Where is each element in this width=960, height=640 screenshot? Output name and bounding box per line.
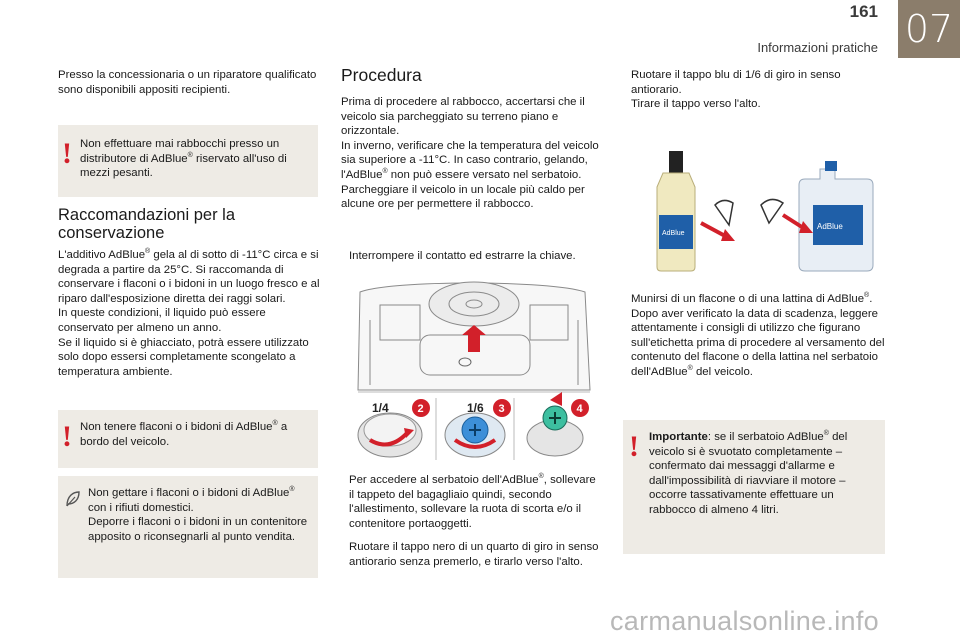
warning-text-a: Non effettuare mai rabbocchi presso un d… bbox=[80, 138, 280, 165]
step-badge-2 bbox=[412, 399, 430, 417]
procedure-p2: In inverno, verificare che la temperatur… bbox=[341, 139, 603, 183]
storage-p1-b: gela al di sotto di -11°C circa e si deg… bbox=[58, 249, 320, 305]
adblue-containers-illustration: AdBlue AdBlue bbox=[656, 151, 874, 272]
step-badge-2-label: 2 bbox=[418, 403, 424, 415]
environment-a: Non gettare i flaconi o i bidoni di AdBl… bbox=[88, 487, 290, 499]
storage-heading: Raccomandazioni per la conservazione bbox=[58, 206, 236, 242]
environment-line1: Non gettare i flaconi o i bidoni di AdBl… bbox=[88, 486, 314, 515]
warning-box-storage: ! Non tenere flaconi o i bidoni di AdBlu… bbox=[58, 410, 318, 468]
procedure-p1: Prima di procedere al rabbocco, accertar… bbox=[341, 96, 585, 138]
warning-storage-text: Non tenere flaconi o i bidoni di AdBlue®… bbox=[80, 420, 312, 449]
procedure-heading: Procedura bbox=[341, 65, 422, 85]
step-black-cap-text: Ruotare il tappo nero di un quarto di gi… bbox=[349, 541, 599, 568]
step-get-adblue-text: Munirsi di un flacone o di una lattina d… bbox=[631, 292, 887, 380]
registered-mark: ® bbox=[864, 292, 870, 300]
step-pull-cap: Tirare il tappo verso l'alto. bbox=[623, 97, 885, 112]
registered-mark: ® bbox=[187, 151, 193, 159]
watermark: carmanualsonline.info bbox=[610, 606, 879, 636]
warning-box-heavy-vehicles: ! Non effettuare mai rabbocchi presso un… bbox=[58, 125, 318, 197]
registered-mark: ® bbox=[538, 473, 544, 481]
environment-b: con i rifiuti domestici. bbox=[88, 501, 194, 514]
step-get-adblue-b: . Dopo aver verificato la data di scaden… bbox=[631, 293, 885, 378]
procedure-intro: Prima di procedere al rabbocco, accertar… bbox=[341, 95, 603, 212]
registered-mark: ® bbox=[289, 486, 295, 494]
procedure-p2-b: non può essere versato nel serbatoio. bbox=[387, 168, 582, 181]
registered-mark: ® bbox=[272, 420, 278, 428]
environment-box: Non gettare i flaconi o i bidoni di AdBl… bbox=[58, 476, 318, 578]
label-sixth-turn: 1/6 bbox=[467, 401, 484, 415]
step-badge-4 bbox=[571, 399, 589, 417]
section-title: Informazioni pratiche bbox=[757, 40, 878, 55]
warning-storage-b: a bordo del veicolo. bbox=[80, 421, 288, 448]
trunk-filler-cap-illustration: 1/4 1/6 2 3 4 bbox=[357, 281, 591, 460]
registered-mark: ® bbox=[823, 430, 829, 438]
warning-text: Non effettuare mai rabbocchi presso un d… bbox=[80, 137, 312, 181]
important-note-text: Importante: se il serbatoio AdBlue® del … bbox=[649, 430, 881, 518]
important-label: Importante bbox=[649, 431, 708, 443]
leaf-icon bbox=[66, 491, 80, 507]
warning-icon: ! bbox=[62, 420, 72, 453]
warning-icon: ! bbox=[62, 137, 72, 170]
environment-line2: Deporre i flaconi o i bidoni in un conte… bbox=[88, 516, 308, 543]
storage-p1: L'additivo AdBlue® gela al di sotto di -… bbox=[58, 248, 320, 306]
can-label-text: AdBlue bbox=[817, 222, 843, 231]
step-blue-cap: Ruotare il tappo blu di 1/6 di giro in s… bbox=[623, 68, 885, 97]
intro-paragraph: Presso la concessionaria o un riparatore… bbox=[58, 69, 317, 96]
important-note-box: ! Importante: se il serbatoio AdBlue® de… bbox=[623, 420, 885, 554]
step-pull-cap-text: Tirare il tappo verso l'alto. bbox=[631, 98, 761, 110]
page-number: 161 bbox=[849, 2, 878, 21]
storage-p3: Se il liquido si è ghiacciato, potrà ess… bbox=[58, 336, 309, 378]
registered-mark: ® bbox=[382, 168, 388, 176]
chapter-badge: 07 bbox=[898, 0, 960, 58]
procedure-p3: Parcheggiare il veicolo in un locale più… bbox=[341, 183, 585, 211]
step-get-adblue-a: Munirsi di un flacone o di una lattina d… bbox=[631, 293, 865, 305]
important-note-b: del veicolo si è svuotato completamente … bbox=[649, 431, 848, 516]
step-ignition-off-text: Interrompere il contatto ed estrarre la … bbox=[349, 250, 576, 262]
bottle-label-text: AdBlue bbox=[662, 230, 685, 237]
registered-mark: ® bbox=[687, 365, 693, 373]
step-access-tank-a: Per accedere al serbatoio dell'AdBlue bbox=[349, 474, 539, 486]
step-get-adblue: Munirsi di un flacone o di una lattina d… bbox=[623, 292, 887, 380]
step-access-tank-b: , sollevare il tappeto del bagagliaio qu… bbox=[349, 474, 596, 530]
label-quarter-turn: 1/4 bbox=[372, 401, 389, 415]
procedure-p2-a: In inverno, verificare che la temperatur… bbox=[341, 139, 599, 181]
step-badge-3-label: 3 bbox=[499, 403, 505, 415]
step-ignition-off: Interrompere il contatto ed estrarre la … bbox=[341, 249, 603, 264]
step-black-cap: Ruotare il tappo nero di un quarto di gi… bbox=[341, 540, 603, 569]
step-blue-cap-text: Ruotare il tappo blu di 1/6 di giro in s… bbox=[631, 69, 841, 96]
environment-text: Non gettare i flaconi o i bidoni di AdBl… bbox=[88, 486, 314, 544]
step-access-tank-text: Per accedere al serbatoio dell'AdBlue®, … bbox=[349, 473, 603, 531]
step-access-tank: Per accedere al serbatoio dell'AdBlue®, … bbox=[341, 473, 603, 531]
step-get-adblue-c: del veicolo. bbox=[692, 365, 753, 378]
bottle-label bbox=[659, 215, 693, 249]
can-label bbox=[813, 205, 863, 245]
storage-p2: In queste condizioni, il liquido può ess… bbox=[58, 307, 266, 334]
step-badge-4-label: 4 bbox=[577, 403, 584, 415]
storage-body: L'additivo AdBlue® gela al di sotto di -… bbox=[58, 248, 320, 379]
warning-text-b: riservato all'uso di mezzi pesanti. bbox=[80, 152, 287, 180]
storage-p1-a: L'additivo AdBlue bbox=[58, 249, 146, 261]
warning-icon: ! bbox=[629, 430, 639, 463]
warning-storage-a: Non tenere flaconi o i bidoni di AdBlue bbox=[80, 421, 273, 433]
step-badge-3 bbox=[493, 399, 511, 417]
registered-mark: ® bbox=[145, 248, 151, 256]
important-note-a: : se il serbatoio AdBlue bbox=[707, 431, 824, 443]
